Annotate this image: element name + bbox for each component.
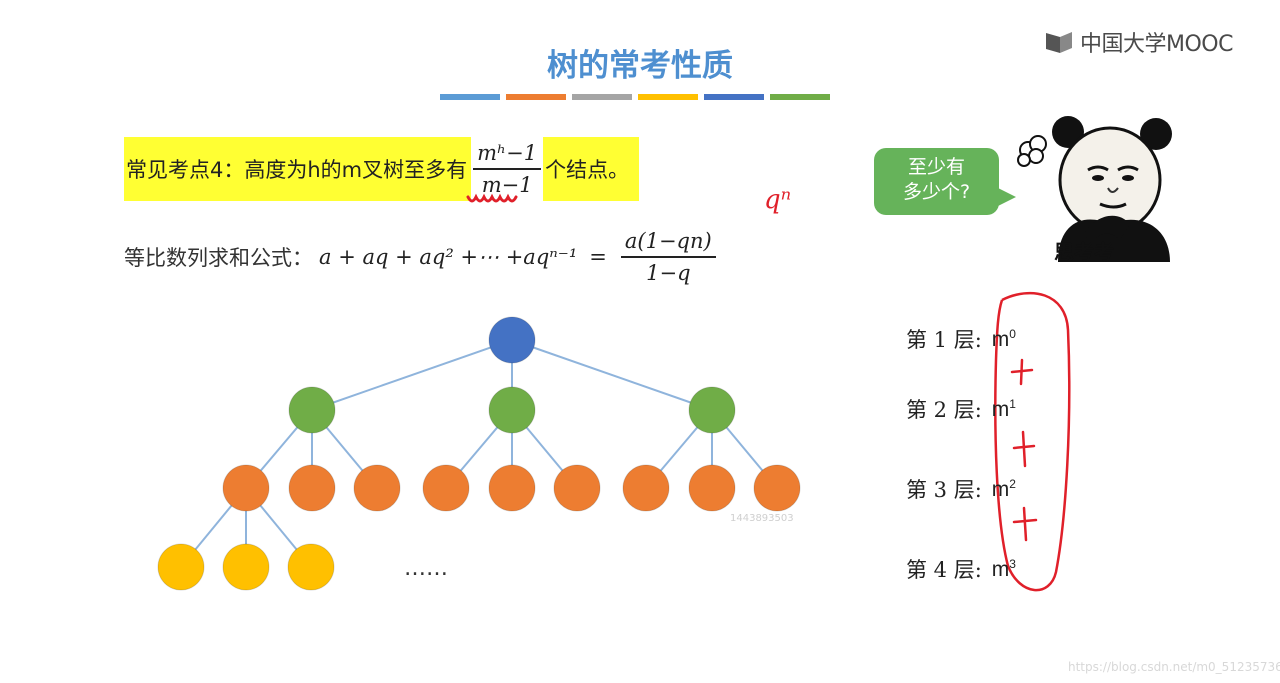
level-base: m [991,477,1010,501]
thinking-panda-meme [1017,116,1172,262]
level-value: m1 [992,397,1016,422]
strip-segment [572,94,632,100]
exam-point-prefix: 常见考点4：高度为h的m叉树至多有 [124,137,472,201]
formula-denominator: 1−q [646,261,691,285]
tree-node-level-3 [753,464,801,512]
formula-label: 等比数列求和公式： [124,246,313,270]
tree-node-level-2 [288,386,336,434]
exam-point-suffix: 个结点。 [543,137,640,201]
strip-segment [440,94,500,100]
center-watermark: 1443893503 [730,513,794,524]
level-row-3: 第 3 层: m2 [906,474,1016,504]
color-strip [440,94,830,100]
level-label: 第 4 层: [906,558,982,582]
level-value: m3 [992,557,1016,582]
level-label: 第 3 层: [906,478,982,502]
level-row-1: 第 1 层: m0 [906,324,1016,354]
tree-edges [180,339,778,568]
level-exponent: 3 [1009,556,1016,571]
tree-node-level-4 [287,543,335,591]
tree-node-level-3 [288,464,336,512]
tree-node-root [488,316,536,364]
level-base: m [991,397,1010,421]
tree-node-level-3 [422,464,470,512]
corner-watermark: https://blog.csdn.net/m0_51235736 [1068,660,1280,674]
tree-node-level-3 [688,464,736,512]
level-exponent: 0 [1009,326,1016,341]
tree-ellipsis: …… [404,556,448,581]
bubble-tail [994,186,1016,208]
plus-mark [1010,358,1034,386]
level-value: m0 [992,327,1016,352]
tree-edge [511,339,713,411]
mooc-logo-icon [1046,32,1072,53]
level-row-4: 第 4 层: m3 [906,554,1016,584]
level-value: m2 [992,477,1016,502]
fraction-denominator: m−1 [481,173,533,197]
speech-bubble: 至少有 多少个? [874,148,999,215]
level-label: 第 2 层: [906,398,982,422]
underline-squiggle [466,193,518,203]
handwritten-q-power: qⁿ [764,185,791,215]
strip-segment [704,94,764,100]
tree-node-level-3 [353,464,401,512]
mooc-logo: 中国大学MOOC [1044,26,1233,58]
tree-nodes [157,316,801,591]
tree-node-level-2 [488,386,536,434]
formula-numerator: a(1−qn) [624,229,712,253]
bubble-line-2: 多少个? [902,181,971,203]
exam-point-line: 常见考点4：高度为h的m叉树至多有 mʰ−1 m−1 个结点。 [124,137,640,201]
level-circle [994,291,1071,592]
plus-mark [1012,430,1036,468]
meme-caption: 思考考 [1054,240,1114,264]
logo-text: 中国大学MOOC [1080,32,1233,57]
fraction-bar [473,168,542,170]
tree-node-level-3 [553,464,601,512]
level-row-2: 第 2 层: m1 [906,394,1016,424]
fraction-numerator: mʰ−1 [477,141,538,165]
strip-segment [506,94,566,100]
formula-expression: a + aq + aq² +⋯ +aqⁿ⁻¹ [319,245,578,269]
bubble-line-1: 至少有 [907,156,965,178]
level-label: 第 1 层: [906,328,982,352]
tree-node-level-2 [688,386,736,434]
tree-node-level-3 [488,464,536,512]
plus-mark [1012,506,1038,542]
formula-fraction: a(1−qn) 1−q [620,229,716,285]
slide-title: 树的常考性质 [547,48,733,84]
formula-equals: = [589,245,607,269]
geometric-series-formula: 等比数列求和公式： a + aq + aq² +⋯ +aqⁿ⁻¹ = a(1−q… [124,222,718,292]
tree-edge [311,339,513,411]
tree-node-level-4 [157,543,205,591]
cloud-puff-icon [1017,135,1047,167]
level-base: m [991,327,1010,351]
level-base: m [991,557,1010,581]
strip-segment [770,94,830,100]
fraction-bar [620,256,716,258]
tree-node-level-3 [222,464,270,512]
tree-node-level-4 [222,543,270,591]
max-nodes-fraction: mʰ−1 m−1 [473,141,542,197]
level-exponent: 2 [1009,476,1016,491]
tree-node-level-3 [622,464,670,512]
strip-segment [638,94,698,100]
level-exponent: 1 [1009,396,1016,411]
